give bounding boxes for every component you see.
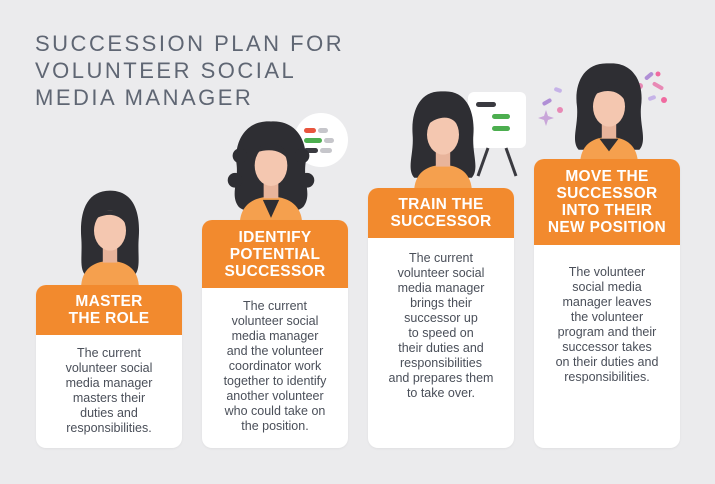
step-description: The volunteer social media manager leave… xyxy=(555,265,659,384)
volunteer-avatar-4 xyxy=(574,63,644,161)
step-heading: IDENTIFY POTENTIAL SUCCESSOR xyxy=(202,220,348,288)
step-description: The current volunteer social media manag… xyxy=(65,346,153,435)
step-description: The current volunteer social media manag… xyxy=(223,299,327,433)
step-card-identify-potential-successor: IDENTIFY POTENTIAL SUCCESSOR The current… xyxy=(202,220,348,448)
step-description: The current volunteer social media manag… xyxy=(388,251,494,400)
step-heading: MASTER THE ROLE xyxy=(36,285,182,335)
confetti-icon xyxy=(538,71,667,126)
page-title: SUCCESSION PLAN FOR VOLUNTEER SOCIAL MED… xyxy=(35,30,344,111)
title-line-1: SUCCESSION PLAN FOR xyxy=(35,31,345,56)
volunteer-avatar-2 xyxy=(227,121,315,222)
step-card-move-the-successor: MOVE THE SUCCESSOR INTO THEIR NEW POSITI… xyxy=(534,159,680,448)
presentation-board-icon xyxy=(468,92,526,177)
step-card-train-the-successor: TRAIN THE SUCCESSOR The current voluntee… xyxy=(368,188,514,448)
step-heading: MOVE THE SUCCESSOR INTO THEIR NEW POSITI… xyxy=(534,159,680,245)
step-card-master-the-role: MASTER THE ROLE The current volunteer so… xyxy=(36,285,182,448)
volunteer-avatar-1 xyxy=(80,190,140,285)
step-heading: TRAIN THE SUCCESSOR xyxy=(368,188,514,238)
title-line-3: MEDIA MANAGER xyxy=(35,85,254,110)
title-line-2: VOLUNTEER SOCIAL xyxy=(35,58,297,83)
volunteer-avatar-3 xyxy=(410,91,476,189)
